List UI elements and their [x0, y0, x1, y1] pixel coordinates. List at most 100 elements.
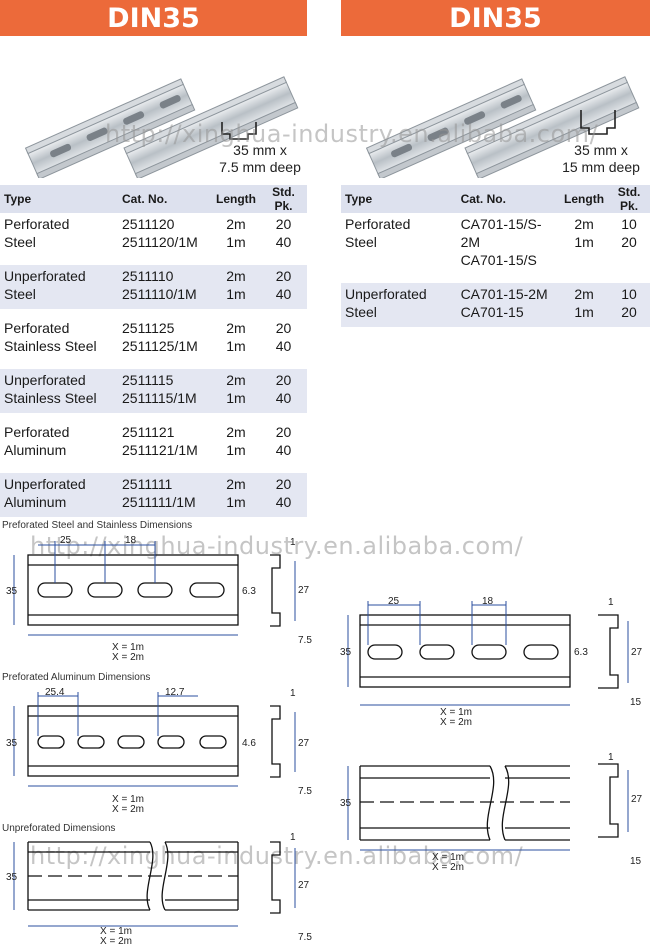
cat-no-cell: 2511111 2511111/1M — [118, 473, 212, 517]
right-caption-size: 35 mm x — [574, 142, 628, 158]
right-banner: DIN35 — [341, 0, 650, 36]
length-cell-line: 2m — [226, 372, 246, 388]
length-cell-line: 1m — [226, 494, 246, 510]
dim-thickness: 1 — [290, 832, 296, 843]
length-cell-line: 2m — [226, 476, 246, 492]
dim-profile: 27 — [631, 794, 643, 805]
dim-pitch: 25 — [60, 535, 72, 546]
right-caption: 35 mm x 15 mm deep — [552, 142, 650, 176]
length-cell-line: 2m — [574, 216, 594, 232]
cat-no-cell-line: 2511121/1M — [122, 442, 198, 458]
std-pk-cell-line: 10 — [621, 216, 637, 232]
dim-length-1: X = 1m — [100, 926, 132, 937]
dim-pitch: 25 — [388, 596, 400, 607]
dim-height: 35 — [6, 586, 18, 597]
length-cell-line: 1m — [226, 390, 246, 406]
right-rail-photo — [365, 76, 640, 178]
dim-slot: 18 — [125, 535, 137, 546]
cat-no-cell-line: 2511120 — [122, 216, 175, 232]
type-cell-line: Perforated — [345, 216, 411, 232]
dim-thickness: 1 — [290, 688, 296, 699]
diagram-title-perf-steel: Preforated Steel and Stainless Dimension… — [2, 520, 193, 531]
right-spec-table: Type Cat. No. Length Std. Pk. Perforated… — [341, 185, 650, 327]
std-pk-cell-line: 20 — [275, 216, 292, 232]
cat-no-cell-line: 2511115 — [122, 372, 174, 388]
type-cell-line: Perforated — [4, 320, 70, 336]
dim-profile: 27 — [298, 880, 310, 891]
dim-length-2: X = 2m — [100, 936, 132, 947]
length-cell-line: 1m — [574, 234, 594, 250]
row-spacer — [0, 413, 307, 421]
row-spacer-cell — [0, 257, 307, 265]
type-cell-line: Stainless Steel — [4, 338, 97, 354]
header-cat-no: Cat. No. — [456, 185, 561, 213]
right-caption-depth: 15 mm deep — [562, 159, 640, 175]
cat-no-cell-line: 2511111 — [122, 476, 173, 492]
length-cell-line: 1m — [226, 442, 246, 458]
row-spacer-cell — [341, 275, 650, 283]
length-cell-line: 1m — [226, 338, 246, 354]
dim-pitch: 25.4 — [45, 687, 65, 698]
dim-length-2: X = 2m — [432, 862, 464, 873]
type-cell-line: Steel — [4, 286, 36, 302]
header-length: Length — [212, 185, 260, 213]
dim-thickness: 1 — [290, 537, 296, 548]
dim-profile: 27 — [298, 585, 310, 596]
dim-flange: 7.5 — [298, 635, 312, 646]
left-caption: 35 mm x 7.5 mm deep — [205, 142, 315, 176]
watermark-bottom: http://xinghua-industry.en.alibaba.com/ — [30, 842, 524, 870]
row-spacer-cell — [0, 465, 307, 473]
length-cell-line: 1m — [226, 234, 246, 250]
dim-flange: 7.5 — [298, 786, 312, 797]
length-cell-line: 2m — [574, 286, 594, 302]
header-type: Type — [0, 185, 118, 213]
dim-height: 35 — [340, 798, 352, 809]
std-pk-cell-line: 10 — [621, 286, 637, 302]
dim-slot: 12.7 — [165, 687, 185, 698]
header-std-pk: Std. Pk. — [260, 185, 307, 213]
length-cell-line: 1m — [574, 304, 594, 320]
cat-no-cell-line: 2511121 — [122, 424, 175, 440]
std-pk-cell-line: 20 — [275, 268, 292, 284]
dim-hole: 4.6 — [242, 738, 256, 749]
cat-no-cell-line: 2511125 — [122, 320, 175, 336]
header-std-pk: Std. Pk. — [608, 185, 650, 213]
length-cell-line: 2m — [226, 216, 246, 232]
dim-length-1: X = 1m — [112, 642, 144, 653]
dim-thickness: 1 — [608, 752, 614, 763]
left-banner: DIN35 — [0, 0, 307, 36]
dim-hole: 6.3 — [242, 586, 256, 597]
dim-length-2: X = 2m — [440, 717, 472, 728]
cat-no-cell-line: 2511111/1M — [122, 494, 196, 510]
cat-no-cell-line: 2511110/1M — [122, 286, 197, 302]
right-table-header: Type Cat. No. Length Std. Pk. — [341, 185, 650, 213]
cat-no-cell-line: 2511110 — [122, 268, 174, 284]
cat-no-cell: 2511121 2511121/1M — [118, 421, 212, 465]
type-cell-line: Perforated — [4, 216, 70, 232]
cat-no-cell-line: CA701-15-2M — [460, 286, 548, 302]
